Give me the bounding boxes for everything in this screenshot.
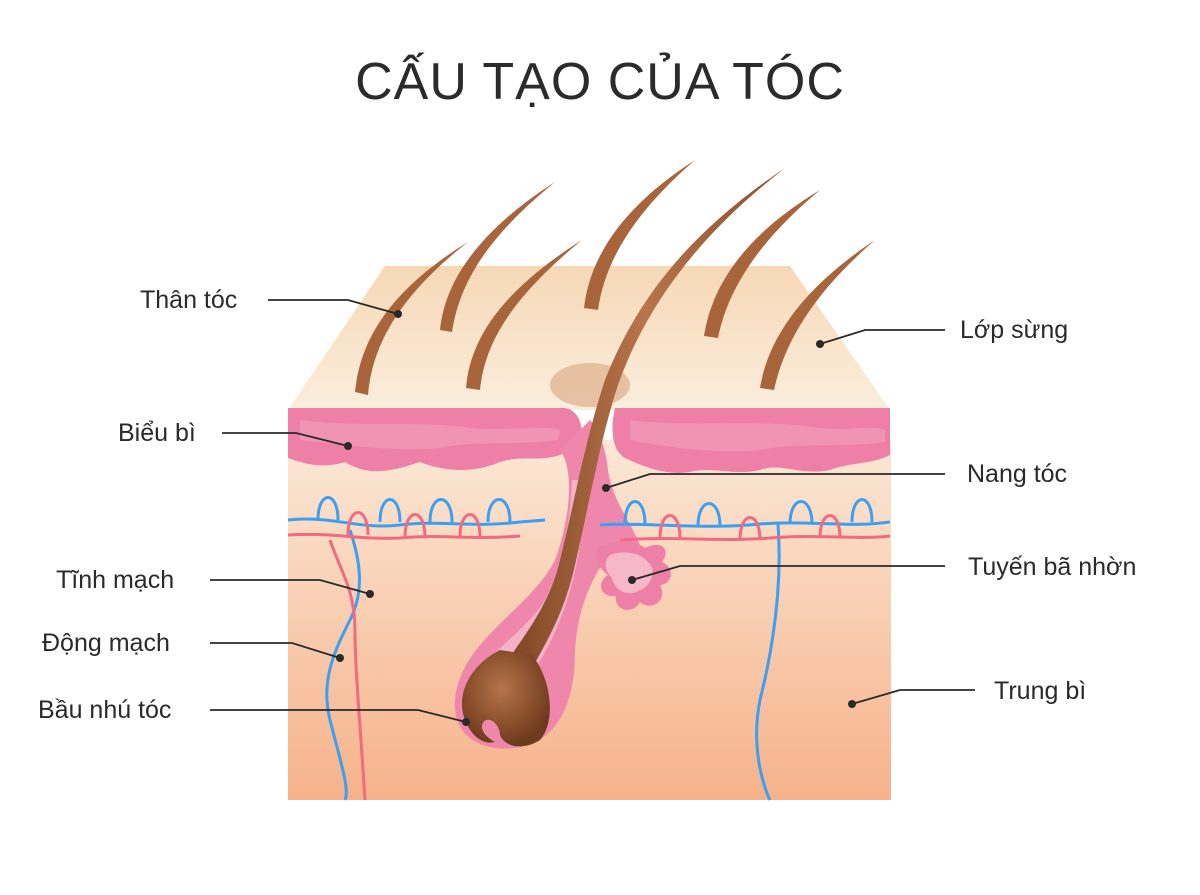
hair-strand xyxy=(704,190,820,338)
hair-strand xyxy=(584,160,695,310)
pointer-dot xyxy=(848,700,856,708)
label-epidermis: Biểu bì xyxy=(118,419,196,447)
pointer-dot xyxy=(602,484,610,492)
vein-loops-right xyxy=(623,498,874,527)
vein-network-left xyxy=(287,517,546,801)
hair-bulb xyxy=(461,650,550,747)
label-stratum-corneum: Lớp sừng xyxy=(960,316,1069,344)
main-hair-shaft xyxy=(505,168,785,668)
artery-loops-right xyxy=(658,514,842,541)
artery-loops-left xyxy=(346,511,482,538)
pointer-dot xyxy=(336,654,344,662)
pointer-dot xyxy=(628,576,636,584)
label-hair-bulb: Bầu nhú tóc xyxy=(38,696,172,724)
label-hair-shaft: Thân tóc xyxy=(140,286,238,314)
artery-network-left xyxy=(287,532,521,801)
label-vein: Tĩnh mạch xyxy=(56,566,175,594)
label-dermis: Trung bì xyxy=(994,677,1087,705)
hair-strand xyxy=(440,182,555,332)
hair-strand xyxy=(466,240,582,390)
page-title: CẤU TẠO CỦA TÓC xyxy=(355,53,845,111)
label-hair-follicle: Nang tóc xyxy=(967,460,1068,488)
pointer-dot xyxy=(366,590,374,598)
hair-strand xyxy=(355,242,468,395)
label-artery: Động mạch xyxy=(42,629,170,657)
pointer-dot xyxy=(462,718,470,726)
hair-strand xyxy=(760,240,875,390)
pointer-dot xyxy=(816,340,824,348)
vein-loops-left xyxy=(316,496,512,523)
label-sebaceous-gland: Tuyến bã nhờn xyxy=(968,553,1137,581)
vein-network-right xyxy=(599,520,891,801)
stratum-corneum-surface xyxy=(288,266,890,410)
artery-network-right xyxy=(619,534,891,542)
pointer-dot xyxy=(394,310,402,318)
pointer-dot xyxy=(344,442,352,450)
